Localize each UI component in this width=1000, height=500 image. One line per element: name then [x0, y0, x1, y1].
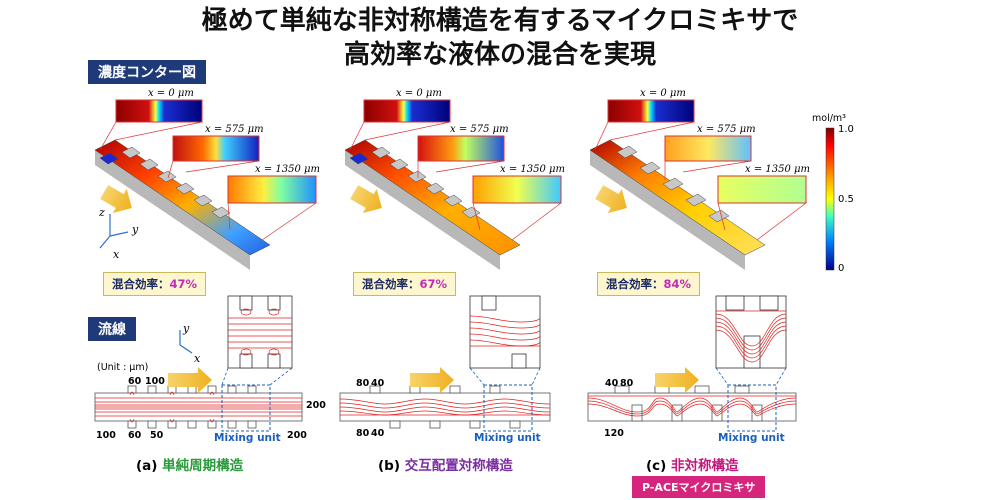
caption-b-prefix: (b) — [378, 458, 405, 474]
product-tag: P-ACEマイクロミキサ — [632, 476, 766, 498]
mixing-unit-label-a: Mixing unit — [214, 432, 281, 444]
page-subtitle: 高効率な液体の混合を実現 — [343, 40, 656, 70]
dim-b-top-2: 40 — [371, 378, 385, 389]
cross-section-b-x1350 — [472, 175, 562, 204]
caption-c: (c) 非対称構造 — [646, 454, 739, 474]
dim-a-top-left: 60 — [128, 376, 142, 387]
axis2d-y-label: y — [183, 322, 190, 335]
label-c-x575: x = 575 μm — [697, 124, 756, 135]
cross-section-b-x0 — [363, 99, 451, 123]
colorbar — [825, 127, 835, 271]
dim-a-bottom-left-1: 100 — [96, 430, 116, 441]
mixing-unit-label-c: Mixing unit — [718, 432, 785, 444]
dim-c-top-1: 40 — [605, 378, 619, 389]
caption-b-text: 交互配置対称構造 — [404, 458, 513, 474]
dim-b-bottom-2: 40 — [371, 428, 385, 439]
axis2d-x-label: x — [194, 352, 201, 365]
efficiency-value-b: 67% — [419, 277, 448, 291]
label-c-x0: x = 0 μm — [640, 88, 686, 99]
streamline-channel-c — [587, 384, 797, 432]
dim-c-top-2: 80 — [620, 378, 634, 389]
axis-z-label: z — [99, 206, 105, 219]
streamline-zoom-c — [715, 295, 787, 386]
efficiency-value-a: 47% — [169, 277, 198, 291]
cross-section-c-x1350 — [717, 175, 807, 204]
caption-a: (a) 単純周期構造 — [136, 454, 243, 474]
cross-section-a-x575 — [172, 135, 260, 162]
flow-arrow-b — [350, 185, 382, 214]
caption-a-text: 単純周期構造 — [162, 458, 244, 474]
unit-note: (Unit : μm) — [97, 362, 149, 373]
dim-a-height: 200 — [306, 400, 326, 411]
efficiency-box-a: 混合効率：47% — [103, 272, 207, 296]
colorbar-tick-mid: 0.5 — [838, 194, 854, 205]
efficiency-label: 混合効率： — [606, 277, 664, 291]
dim-c-bottom: 120 — [604, 428, 624, 439]
caption-b: (b) 交互配置対称構造 — [378, 454, 513, 474]
flow-arrow-c — [595, 185, 627, 214]
streamline-channel-a — [94, 384, 303, 432]
efficiency-label: 混合効率： — [112, 277, 170, 291]
caption-a-prefix: (a) — [136, 458, 163, 474]
axes-3d — [99, 214, 129, 249]
cross-section-c-x575 — [664, 135, 752, 162]
dim-a-bottom-left-2: 60 — [128, 430, 142, 441]
cross-section-a-x0 — [115, 99, 203, 123]
label-b-x575: x = 575 μm — [450, 124, 509, 135]
channel-3d-a — [94, 139, 271, 270]
colorbar-unit: mol/m³ — [812, 113, 846, 124]
channel-3d-c — [589, 139, 766, 270]
efficiency-box-c: 混合効率：84% — [597, 272, 701, 296]
dim-a-bottom-mid: 50 — [150, 430, 164, 441]
axis-x-label: x — [113, 248, 120, 261]
label-b-x0: x = 0 μm — [396, 88, 442, 99]
mixing-unit-label-b: Mixing unit — [474, 432, 541, 444]
streamline-section-label: 流線 — [88, 317, 136, 341]
streamline-zoom-a — [221, 295, 293, 386]
label-b-x1350: x = 1350 μm — [500, 164, 565, 175]
colorbar-tick-min: 0 — [838, 263, 845, 274]
dim-a-bottom-right: 200 — [287, 430, 307, 441]
stream-arrow-b — [410, 367, 454, 393]
flow-arrow-a — [100, 185, 132, 214]
caption-c-text: 非対称構造 — [671, 458, 739, 474]
efficiency-value-c: 84% — [663, 277, 692, 291]
dim-b-bottom-1: 80 — [356, 428, 370, 439]
streamline-zoom-b — [469, 295, 541, 386]
dim-b-top-1: 80 — [356, 378, 370, 389]
contour-section-label: 濃度コンター図 — [88, 60, 206, 84]
streamline-channel-b — [339, 384, 551, 432]
efficiency-box-b: 混合効率：67% — [353, 272, 457, 296]
label-a-x0: x = 0 μm — [148, 88, 194, 99]
caption-c-prefix: (c) — [646, 458, 672, 474]
efficiency-label: 混合効率： — [362, 277, 420, 291]
page-title: 極めて単純な非対称構造を有するマイクロミキサで — [201, 6, 799, 36]
axis-y-label: y — [132, 223, 139, 236]
dim-a-top-right: 100 — [145, 376, 165, 387]
cross-section-a-x1350 — [227, 175, 317, 204]
cross-section-c-x0 — [607, 99, 695, 123]
stream-arrow-c — [655, 367, 699, 393]
cross-section-b-x575 — [417, 135, 505, 162]
label-c-x1350: x = 1350 μm — [745, 164, 810, 175]
stream-arrow-a — [168, 367, 212, 393]
label-a-x575: x = 575 μm — [205, 124, 264, 135]
label-a-x1350: x = 1350 μm — [255, 164, 320, 175]
colorbar-tick-max: 1.0 — [838, 124, 854, 135]
channel-3d-b — [344, 139, 521, 270]
axes-2d — [179, 330, 193, 354]
